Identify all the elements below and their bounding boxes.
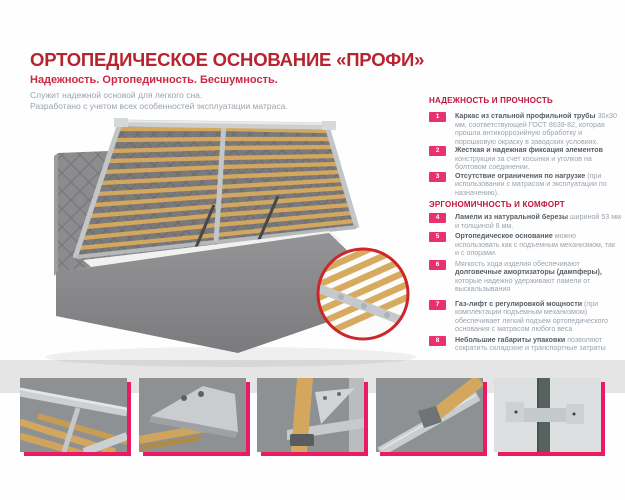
detail-photos-row <box>20 378 601 452</box>
text-regular: можно использовать как с подъемным механ… <box>455 232 616 257</box>
gas-lift-struts <box>192 195 280 253</box>
detail-photo-corner-gusset-with-slat <box>257 378 364 452</box>
feature-number-badge: 5 <box>429 232 446 242</box>
feature-number-badge: 1 <box>429 112 446 122</box>
feature-text: Жесткая и надежная фиксация элементов ко… <box>455 146 621 172</box>
description-line-1: Служит надежной основой для легкого сна. <box>30 90 203 100</box>
page-title: ОРТОПЕДИЧЕСКОЕ ОСНОВАНИЕ «ПРОФИ» <box>30 49 425 70</box>
page-description: Служит надежной основой для легкого сна.… <box>30 90 288 112</box>
feature-text: Ортопедическое основание можно использов… <box>455 232 621 258</box>
text-bold: Отсутствие ограничения по нагрузке <box>455 171 586 180</box>
feature-text: Ламели из натуральной березы шириной 53 … <box>455 213 621 230</box>
feature-text: Отсутствие ограничения по нагрузке (при … <box>455 172 621 198</box>
feature-text: Каркас из стальной профильной трубы 30х3… <box>455 112 621 146</box>
text-bold: Небольшие габариты упаковки <box>455 335 566 344</box>
feature-number-badge: 8 <box>429 335 446 346</box>
text-regular: 30х30 мм, соответствующей ГОСТ 8639-82, … <box>455 112 617 146</box>
text-bold: Каркас из стальной профильной трубы <box>455 112 596 120</box>
feature-number-badge: 6 <box>429 259 446 270</box>
wood-slats-right-panel <box>216 126 355 238</box>
wood-slats-left-panel <box>78 126 224 251</box>
feature-number-badge: 4 <box>429 213 446 223</box>
feature-text: Небольшие габариты упаковки позволяют со… <box>455 336 621 353</box>
text-regular: шириной 53 мм и толщиной 8 мм. <box>455 213 621 230</box>
text-regular: которые надежно удерживают ламели от выс… <box>455 276 591 294</box>
text-regular: Мягкость хода изделия обеспечивают <box>455 259 580 268</box>
feature-number-badge: 3 <box>429 171 446 182</box>
text-bold: Газ-лифт с регулировкой мощности <box>455 299 583 308</box>
text-regular: (при комплектации подъемным механизмом) … <box>455 299 608 334</box>
detail-photo-corner-bracket-underside <box>138 378 246 452</box>
feature-item-8: 8 Небольшие габариты упаковки позволяют … <box>429 335 625 353</box>
feature-item-1: 1 Каркас из стальной профильной трубы 30… <box>429 112 625 146</box>
feature-number-badge: 7 <box>429 299 446 310</box>
section-title-reliability: НАДЕЖНОСТЬ И ПРОЧНОСТЬ <box>429 96 553 105</box>
feature-item-6: 6 Мягкость хода изделия обеспечивают дол… <box>429 259 625 294</box>
text-bold: Жесткая и надежная фиксация элементов <box>455 146 603 154</box>
feature-item-7: 7 Газ-лифт с регулировкой мощности (при … <box>429 299 625 334</box>
text-bold: долговечные амортизаторы (дампферы), <box>455 268 602 276</box>
feature-item-4: 4 Ламели из натуральной березы шириной 5… <box>429 213 625 230</box>
text-regular: конструкции за счет косынки и уголков на… <box>455 154 592 172</box>
floor-shadow <box>46 347 416 367</box>
detail-photo-frame-rail-with-leg <box>20 378 127 452</box>
text-regular: позволяют сократить складские и транспор… <box>455 335 606 353</box>
section-title-ergonomics: ЭРГОНОМИЧНОСТЬ И КОМФОРТ <box>429 200 565 209</box>
feature-text: Газ-лифт с регулировкой мощности (при ко… <box>455 300 621 334</box>
feature-item-2: 2 Жесткая и надежная фиксация элементов … <box>429 146 625 172</box>
feature-item-5: 5 Ортопедическое основание можно использ… <box>429 232 625 258</box>
bed-product-image <box>26 110 428 376</box>
description-line-2: Разработано с учетом всех особенностей э… <box>30 101 288 111</box>
feature-text: Мягкость хода изделия обеспечивают долго… <box>455 260 621 294</box>
text-regular: (при использовании с матрасом и эксплуат… <box>455 171 607 197</box>
detail-photo-slat-damper-on-rail <box>375 378 483 452</box>
detail-photo-damper-bracket-on-frame <box>494 378 601 452</box>
feature-item-3: 3 Отсутствие ограничения по нагрузке (пр… <box>429 171 625 198</box>
text-bold: Ортопедическое основание <box>455 232 553 240</box>
features-column: НАДЕЖНОСТЬ И ПРОЧНОСТЬ 1 Каркас из сталь… <box>429 96 625 353</box>
text-bold: Ламели из натуральной березы <box>455 213 569 221</box>
slatted-base-panels <box>72 118 360 259</box>
feature-number-badge: 2 <box>429 146 446 156</box>
storage-box-front <box>56 233 397 353</box>
metal-frame-rails <box>72 118 360 259</box>
page-subtitle: Надежность. Ортопедичность. Бесшумность. <box>30 74 278 86</box>
